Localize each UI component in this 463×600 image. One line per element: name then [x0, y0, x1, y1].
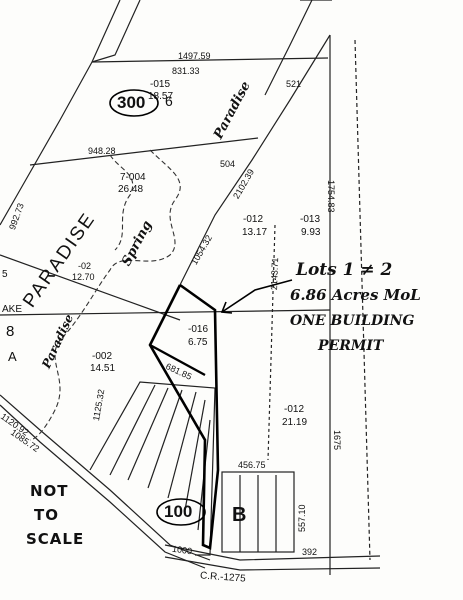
- line-left-diag: [0, 254, 181, 321]
- road-cr-1275: [164, 544, 381, 561]
- block-letter: B: [232, 504, 247, 526]
- parcel-012b-acres: 21.19: [282, 417, 308, 428]
- lot-line-4: [167, 391, 197, 499]
- creek-branch: [109, 154, 134, 251]
- map-number-300-oval: [109, 89, 159, 117]
- lot-grid-outer: [89, 381, 216, 556]
- map-number-bottom: 100: [164, 502, 193, 521]
- parcel-012a-id: -012: [243, 214, 264, 225]
- dim-1754-83: 1754.83: [326, 180, 336, 213]
- boundary-top: [0, 0, 121, 226]
- boundary-left-lower: [0, 394, 211, 561]
- edge-label-8: 8: [6, 323, 15, 340]
- parcel-012a-acres: 13.17: [242, 227, 268, 238]
- not-to-scale-line2: TO: [34, 506, 59, 524]
- lot-divider-1-2: [149, 343, 206, 377]
- line-948: [29, 137, 259, 166]
- parcel-002-id: -002: [92, 351, 113, 362]
- dim-392: 392: [302, 547, 318, 557]
- line-right-dashed: [354, 39, 371, 561]
- annotation-building: ONE BUILDING: [290, 313, 415, 329]
- boundary-left-lower-2: [0, 404, 206, 569]
- parcel-015-acres: 18.57: [148, 91, 174, 102]
- parcel-02-acres: 12.70: [72, 272, 95, 282]
- not-to-scale-line1: NOT: [30, 482, 69, 500]
- lot-line-2: [127, 387, 169, 481]
- boundary-right-diag: [179, 34, 331, 286]
- parcel-002-acres: 14.51: [90, 363, 116, 374]
- parcel-013-acres: 9.93: [301, 227, 321, 238]
- boundary-right-diag-2: [264, 0, 313, 96]
- parcel-015-id: -015: [150, 79, 171, 90]
- dim-2143-71: 2143.71: [269, 257, 281, 291]
- dim-1675: 1675: [332, 430, 342, 451]
- spring-creek: [29, 149, 181, 441]
- line-831: [91, 57, 329, 63]
- lots-1-2-outline: [148, 283, 220, 550]
- annotation-permit: PERMIT: [318, 338, 384, 354]
- dim-557-10: 557.10: [297, 504, 307, 532]
- parcel-7004-acres: 26.48: [118, 184, 144, 195]
- map-number-top: 300: [117, 93, 146, 112]
- not-to-scale-line3: SCALE: [26, 530, 85, 548]
- road-cr-1275-2: [164, 556, 381, 571]
- edge-label-a: A: [8, 349, 17, 364]
- parcel-016-acres: 6.75: [188, 337, 208, 348]
- lot-line-5: [184, 399, 206, 511]
- lot-line-3: [147, 389, 183, 489]
- annotation-acres: 6.86 Acres MoL: [290, 286, 421, 304]
- parcel-012b-id: -012: [284, 404, 305, 415]
- map-suffix: 6: [165, 93, 173, 109]
- annotation-arrowhead: [220, 301, 233, 314]
- parcel-02-id: -02: [78, 261, 92, 271]
- dim-1497-59: 1497.59: [178, 51, 211, 61]
- dim-831-33: 831.33: [172, 66, 200, 76]
- parcel-016-id: -016: [188, 324, 209, 335]
- lot-line-1: [109, 384, 156, 476]
- boundary-top-2: [91, 0, 141, 63]
- edge-label-5: 5: [2, 269, 8, 280]
- dim-504: 504: [220, 159, 236, 169]
- dim-521: 521: [286, 79, 302, 89]
- map-number-100-oval: [156, 498, 206, 526]
- road-lake: AKE: [2, 304, 23, 315]
- dim-456-75: 456.75: [238, 460, 266, 470]
- annotation-lots: Lots 1 ≠ 2: [296, 260, 393, 280]
- parcel-7004-id: 7-004: [120, 172, 146, 183]
- parcel-013-id: -013: [300, 214, 321, 225]
- annotation-arrow: [221, 279, 293, 313]
- dim-948-28: 948.28: [88, 146, 116, 156]
